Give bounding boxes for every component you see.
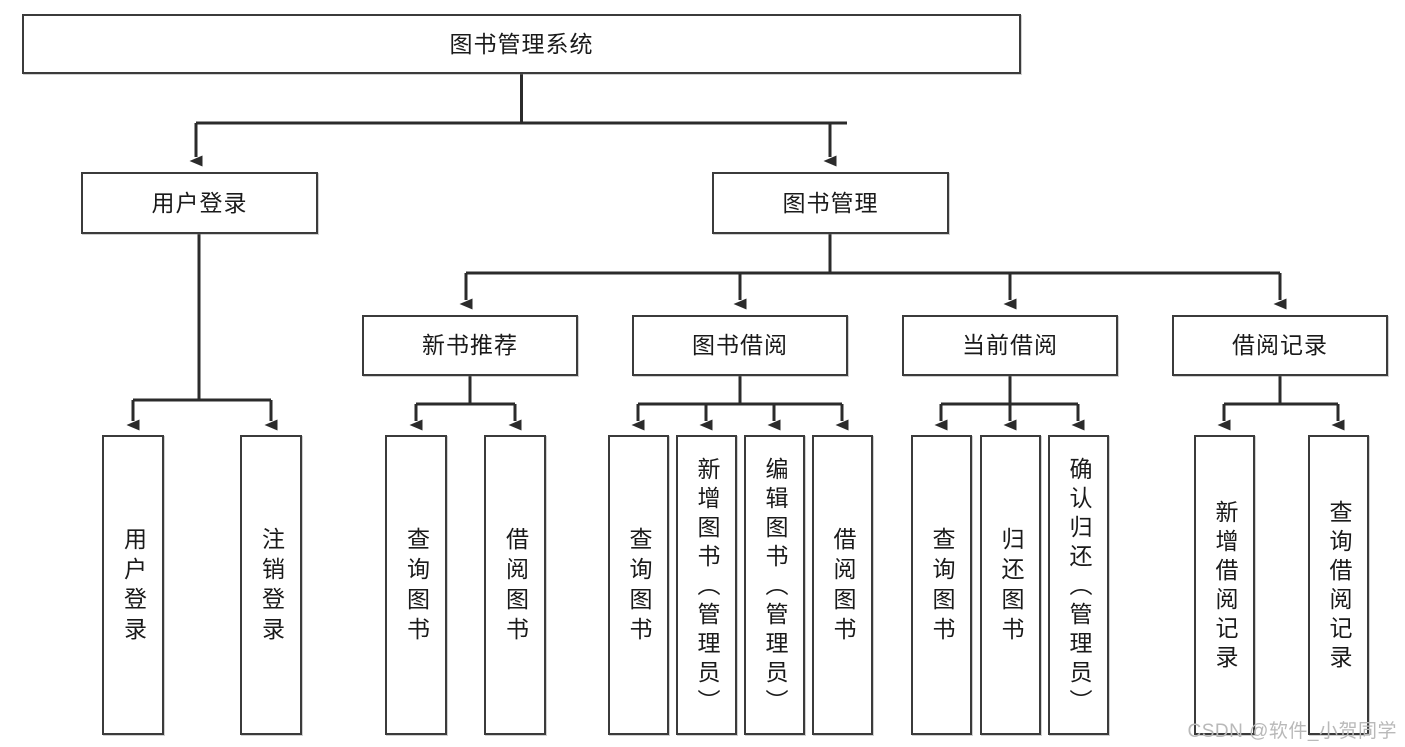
node-leaf-add-record-label: 新增借阅记录 <box>1212 500 1238 674</box>
node-leaf-query-book-2[interactable]: 查询图书 <box>608 435 669 735</box>
node-leaf-edit-book-label: 编辑图书（管理员） <box>762 456 788 718</box>
node-book-borrow-label: 图书借阅 <box>692 332 788 358</box>
node-book-manage-label: 图书管理 <box>782 189 879 216</box>
node-leaf-borrow-book-1-label: 借阅图书 <box>502 527 529 647</box>
node-user-login-label: 用户登录 <box>151 189 248 216</box>
node-leaf-borrow-book-1[interactable]: 借阅图书 <box>484 435 546 735</box>
node-book-manage[interactable]: 图书管理 <box>712 172 949 234</box>
node-leaf-query-record-label: 查询借阅记录 <box>1326 500 1352 674</box>
node-borrow-record[interactable]: 借阅记录 <box>1172 315 1388 376</box>
node-leaf-query-book-1[interactable]: 查询图书 <box>385 435 447 735</box>
node-leaf-add-book-label: 新增图书（管理员） <box>694 456 720 718</box>
node-leaf-return-book-label: 归还图书 <box>998 527 1024 647</box>
node-borrow-record-label: 借阅记录 <box>1232 332 1328 358</box>
node-leaf-borrow-book-2[interactable]: 借阅图书 <box>812 435 873 735</box>
node-root[interactable]: 图书管理系统 <box>22 14 1021 74</box>
node-leaf-confirm-return-label: 确认归还（管理员） <box>1066 456 1092 718</box>
node-user-login[interactable]: 用户登录 <box>81 172 318 234</box>
node-new-book-recommend-label: 新书推荐 <box>422 332 518 358</box>
node-leaf-borrow-book-2-label: 借阅图书 <box>830 527 856 647</box>
node-new-book-recommend[interactable]: 新书推荐 <box>362 315 578 376</box>
csdn-watermark: CSDN @软件_小贺同学 <box>1187 721 1397 742</box>
node-leaf-user-logout-label: 注销登录 <box>258 527 285 647</box>
node-leaf-add-record[interactable]: 新增借阅记录 <box>1194 435 1255 735</box>
node-leaf-user-login-label: 用户登录 <box>120 527 147 647</box>
node-leaf-confirm-return[interactable]: 确认归还（管理员） <box>1048 435 1109 735</box>
node-book-borrow[interactable]: 图书借阅 <box>632 315 848 376</box>
node-current-borrow-label: 当前借阅 <box>962 332 1058 358</box>
node-leaf-user-logout[interactable]: 注销登录 <box>240 435 302 735</box>
node-leaf-edit-book[interactable]: 编辑图书（管理员） <box>744 435 805 735</box>
node-leaf-query-book-3-label: 查询图书 <box>929 527 955 647</box>
node-root-label: 图书管理系统 <box>449 30 594 57</box>
node-leaf-add-book[interactable]: 新增图书（管理员） <box>676 435 737 735</box>
node-leaf-return-book[interactable]: 归还图书 <box>980 435 1041 735</box>
node-leaf-query-book-3[interactable]: 查询图书 <box>911 435 972 735</box>
node-current-borrow[interactable]: 当前借阅 <box>902 315 1118 376</box>
node-leaf-user-login[interactable]: 用户登录 <box>102 435 164 735</box>
node-leaf-query-record[interactable]: 查询借阅记录 <box>1308 435 1369 735</box>
node-leaf-query-book-2-label: 查询图书 <box>626 527 652 647</box>
node-leaf-query-book-1-label: 查询图书 <box>403 527 430 647</box>
